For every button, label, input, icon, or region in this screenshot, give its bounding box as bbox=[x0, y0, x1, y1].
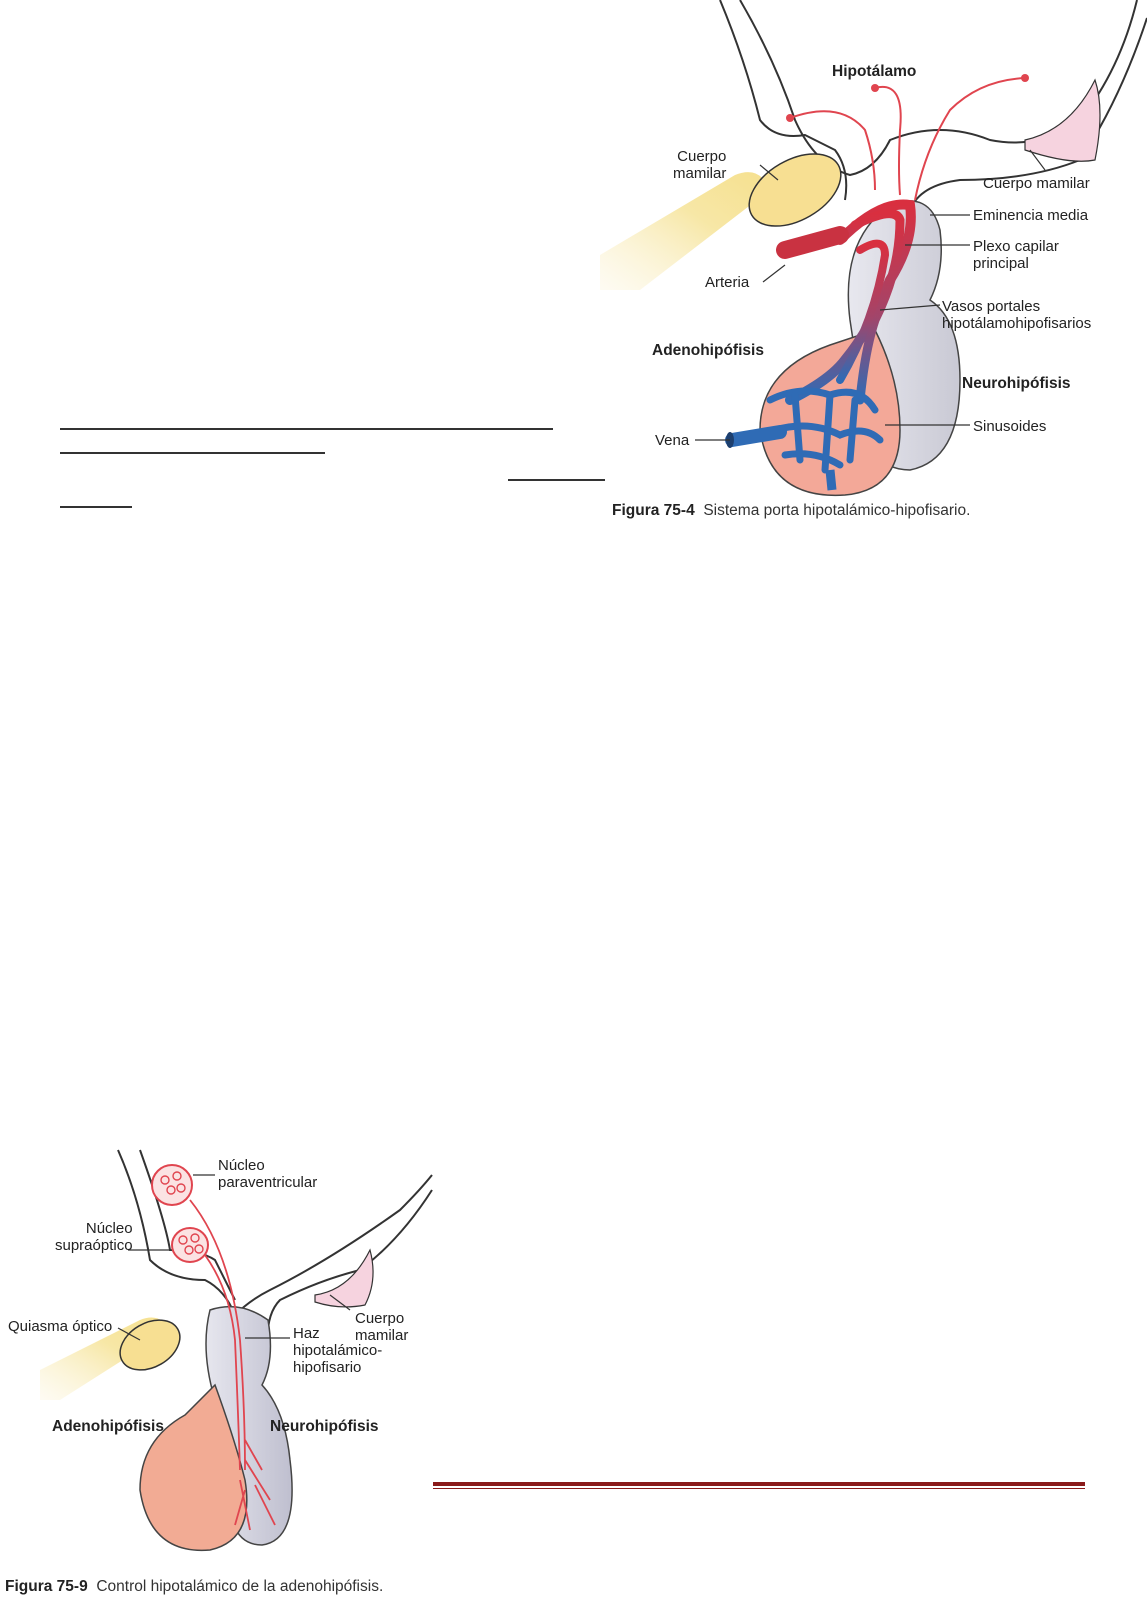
label-plexo-capilar: Plexo capilar principal bbox=[973, 238, 1059, 272]
figure-caption-75-9: Figura 75-9 Control hipotalámico de la a… bbox=[5, 1578, 383, 1596]
fiber-dot-1 bbox=[786, 114, 794, 122]
artery-vessel bbox=[776, 226, 849, 259]
caption-text: Sistema porta hipotalámico-hipofisario. bbox=[703, 502, 971, 519]
ventricle-wall-left bbox=[719, 0, 848, 201]
underline-mark-4 bbox=[60, 506, 132, 508]
label-vena: Vena bbox=[655, 432, 690, 449]
portal-vessel-2 bbox=[850, 209, 905, 405]
figure-hypothalamic-control: Núcleo paraventricular Núcleo supraóptic… bbox=[0, 1140, 440, 1603]
vein-vessel bbox=[725, 425, 787, 447]
paraventricular-nucleus bbox=[151, 1164, 193, 1206]
figure-portal-system: Hipotálamo Cuerpo mamilar Cuerpo mamilar… bbox=[600, 0, 1147, 540]
caption-number: Figura 75-4 bbox=[612, 502, 695, 519]
label-cuerpo-mamilar-2: Cuerpo mamilar bbox=[355, 1310, 409, 1344]
mamillary-body-right bbox=[1024, 78, 1101, 162]
portal-vessel-3 bbox=[836, 239, 890, 384]
drain-vessel bbox=[825, 469, 837, 491]
optic-chiasm bbox=[119, 1319, 181, 1371]
sinusoid-network bbox=[766, 387, 884, 474]
label-haz-hipotalamico: Haz hipotalámico- hipofisario bbox=[293, 1325, 383, 1376]
optic-band bbox=[600, 172, 770, 290]
underline-mark-1 bbox=[60, 428, 553, 430]
label-nucleo-supraoptico: Núcleo supraóptico bbox=[55, 1220, 133, 1254]
figure-caption-75-4: Figura 75-4 Sistema porta hipotalámico-h… bbox=[612, 502, 970, 520]
label-vasos-portales: Vasos portales hipotálamohipofisarios bbox=[942, 298, 1092, 332]
caption-number-2: Figura 75-9 bbox=[5, 1578, 88, 1595]
label-hipotalamo: Hipotálamo bbox=[832, 63, 917, 80]
mamillary-body-2 bbox=[314, 1248, 374, 1308]
label-cuerpo-mamilar-left: Cuerpo mamilar bbox=[673, 148, 727, 182]
label-adenohipofisis-2: Adenohipófisis bbox=[52, 1418, 164, 1435]
leader-lines bbox=[695, 149, 1046, 441]
mamillary-body-left bbox=[748, 153, 842, 227]
label-quiasma-optico: Quiasma óptico bbox=[8, 1318, 113, 1335]
footer-rule bbox=[433, 1482, 1085, 1489]
fiber-dot-2 bbox=[871, 84, 879, 92]
portal-system-illustration bbox=[600, 0, 1147, 497]
hypothalamic-control-illustration bbox=[40, 1149, 433, 1552]
hypothalamic-fibers bbox=[789, 77, 1026, 201]
leader-lines-2 bbox=[117, 1174, 351, 1341]
label-arteria: Arteria bbox=[705, 274, 750, 291]
label-neurohipofisis: Neurohipófisis bbox=[962, 375, 1071, 392]
floor-outline bbox=[909, 17, 1147, 211]
nucleus-cells bbox=[160, 1171, 204, 1255]
hypothalamo-hypophyseal-tract bbox=[189, 1199, 276, 1531]
caption-text-2: Control hipotalámico de la adenohipófisi… bbox=[96, 1578, 384, 1595]
underline-mark-3 bbox=[508, 479, 605, 481]
underline-mark-2 bbox=[60, 452, 325, 454]
label-adenohipofisis: Adenohipófisis bbox=[652, 342, 764, 359]
label-neurohipofisis-2: Neurohipófisis bbox=[270, 1418, 379, 1435]
label-sinusoides: Sinusoides bbox=[973, 418, 1047, 435]
label-cuerpo-mamilar-right: Cuerpo mamilar bbox=[983, 175, 1090, 192]
label-nucleo-paraventricular: Núcleo paraventricular bbox=[218, 1157, 318, 1191]
floor-outline-2 bbox=[266, 1189, 433, 1351]
supraoptic-nucleus bbox=[171, 1227, 209, 1263]
fiber-dot-3 bbox=[1021, 74, 1029, 82]
label-eminencia-media: Eminencia media bbox=[973, 207, 1089, 224]
